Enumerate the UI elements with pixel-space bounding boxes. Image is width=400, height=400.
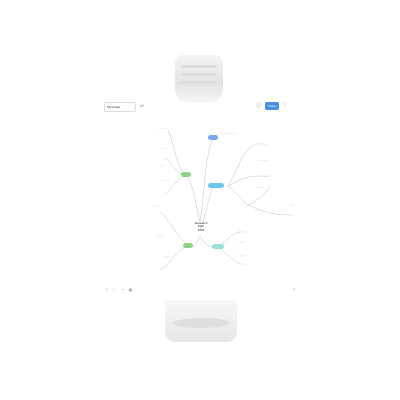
central-topic[interactable]: Research Plan 2024 — [194, 221, 208, 232]
undo-icon[interactable]: ↶ — [139, 104, 145, 110]
leaf-text: ··········· — [255, 187, 264, 189]
toolbar-left: Mind Map ↶ — [104, 102, 145, 112]
leaf-text: ······················· — [220, 133, 237, 135]
leaf-text: ·············· — [258, 176, 269, 178]
leaf-text: ··········· — [164, 256, 173, 258]
more-icon[interactable]: ⋮ — [282, 103, 288, 109]
style-select[interactable]: Mind Map — [104, 102, 136, 112]
leaf-text: ···· — [238, 230, 241, 232]
leaf-text: ··········· — [154, 205, 163, 207]
leaf-text: ··········· — [158, 165, 167, 167]
leaf-text: ···· — [238, 262, 241, 264]
branch-timeline[interactable] — [183, 243, 193, 248]
leaf-text: ··········· — [222, 243, 231, 245]
bottle-cap-top — [175, 55, 223, 103]
bottom-toolbar: ⛶ − + ▦ — [104, 287, 133, 292]
branch-outcomes[interactable] — [212, 244, 224, 249]
toolbar-right: ⓘ Share ⋮ — [256, 102, 288, 110]
branch-goals[interactable] — [208, 135, 218, 140]
share-button[interactable]: Share — [265, 102, 279, 110]
zoom-out-icon[interactable]: − — [113, 287, 116, 292]
leaf-text: ···· — [238, 254, 241, 256]
grid-icon[interactable]: ▦ — [128, 287, 133, 292]
leaf-text: ··········· — [158, 148, 167, 150]
leaf-text: ··········· — [256, 143, 265, 145]
leaf-text: ···· — [238, 240, 241, 242]
leaf-text: ··········· — [158, 180, 167, 182]
leaf-text: ··········· — [156, 236, 165, 238]
help-icon[interactable]: ? — [293, 287, 296, 292]
info-icon[interactable]: ⓘ — [256, 103, 262, 109]
leaf-text: ··········· — [255, 210, 264, 212]
leaf-text: ·············· — [258, 160, 269, 162]
bottle-base — [165, 300, 237, 342]
branch-methods[interactable] — [208, 183, 224, 188]
zoom-in-icon[interactable]: + — [121, 287, 124, 292]
branch-tasks[interactable] — [181, 172, 191, 177]
fit-icon[interactable]: ⛶ — [105, 287, 108, 292]
leaf-text: ··········· — [158, 128, 167, 130]
